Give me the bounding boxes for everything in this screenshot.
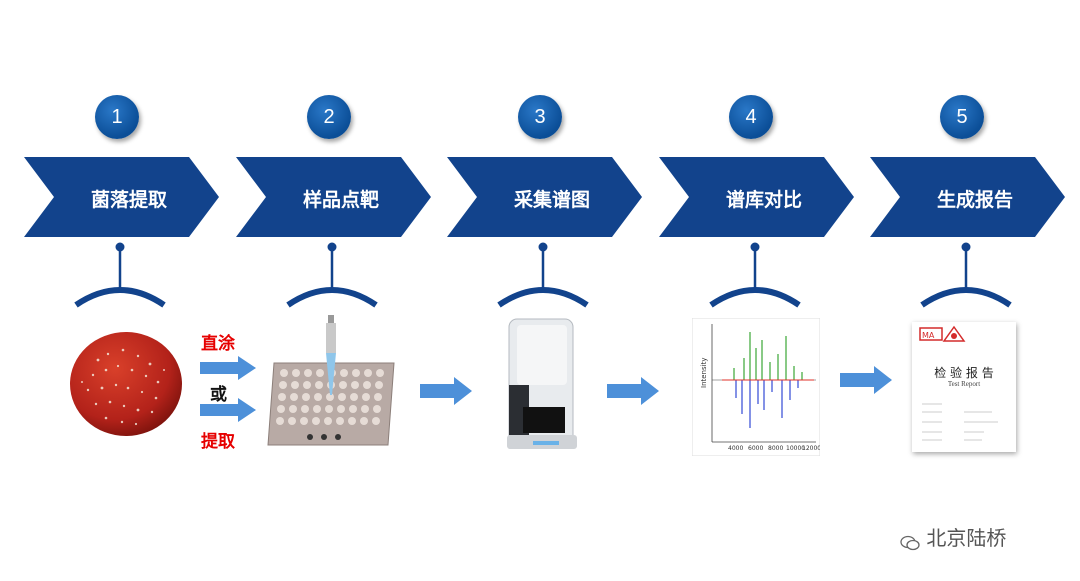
step-1-label: 菌落提取 xyxy=(90,189,167,211)
step-1-number: 1 xyxy=(95,95,139,139)
instrument-image xyxy=(507,318,577,449)
arrow-direct-icon xyxy=(200,356,256,380)
connector-5 xyxy=(920,242,1012,308)
step-2-chevron xyxy=(236,157,431,237)
svg-text:MA: MA xyxy=(922,331,935,340)
spectrum-image: Intensity 4000 6000 8000 10000 12000 xyxy=(692,318,820,456)
connector-3 xyxy=(497,242,589,308)
step-5-label: 生成报告 xyxy=(936,189,1013,211)
spectrum-xtick-1: 4000 xyxy=(728,445,743,452)
wechat-icon xyxy=(900,532,920,550)
step-3-chevron xyxy=(447,157,642,237)
watermark: 北京陆桥 xyxy=(900,522,1006,551)
spectrum-ylabel: Intensity xyxy=(700,358,708,388)
connector-2 xyxy=(286,242,378,308)
arrow-3-4-icon xyxy=(607,377,659,405)
report-title: 检 验 报 告 xyxy=(934,366,994,380)
arrow-2-3-icon xyxy=(420,377,472,405)
report-logos: MA xyxy=(919,325,966,342)
arrow-4-5-icon xyxy=(840,366,892,394)
step-4-chevron xyxy=(659,157,854,237)
connector-1 xyxy=(74,242,166,308)
arrow-extract-icon xyxy=(200,398,256,422)
connectors xyxy=(74,242,1012,308)
connector-4 xyxy=(709,242,801,308)
spectrum-xtick-5: 12000 xyxy=(802,445,820,452)
step-4-label: 谱库对比 xyxy=(725,189,802,211)
spectrum-xtick-3: 8000 xyxy=(768,445,783,452)
step-5-chevron xyxy=(870,157,1065,237)
spectrum-xtick-2: 6000 xyxy=(748,445,763,452)
target-plate-image xyxy=(267,315,395,446)
direct-smear-label: 直涂 xyxy=(201,334,235,354)
petri-dish-image xyxy=(70,332,182,436)
step-2-number: 2 xyxy=(307,95,351,139)
step-3-number: 3 xyxy=(518,95,562,139)
step-5-number: 5 xyxy=(940,95,984,139)
step-2-label: 样品点靶 xyxy=(302,189,379,211)
report-subtitle: Test Report xyxy=(947,380,981,388)
report-image: MA 检 验 报 告 Test Report xyxy=(912,322,1016,452)
step-3-label: 采集谱图 xyxy=(513,189,590,211)
step-1-chevron xyxy=(24,157,219,237)
spectrum-xtick-4: 10000 xyxy=(786,445,805,452)
or-label: 或 xyxy=(210,385,227,405)
step-4-number: 4 xyxy=(729,95,773,139)
report-lines xyxy=(922,403,998,441)
watermark-text: 北京陆桥 xyxy=(926,526,1007,550)
extract-label: 提取 xyxy=(201,432,235,452)
